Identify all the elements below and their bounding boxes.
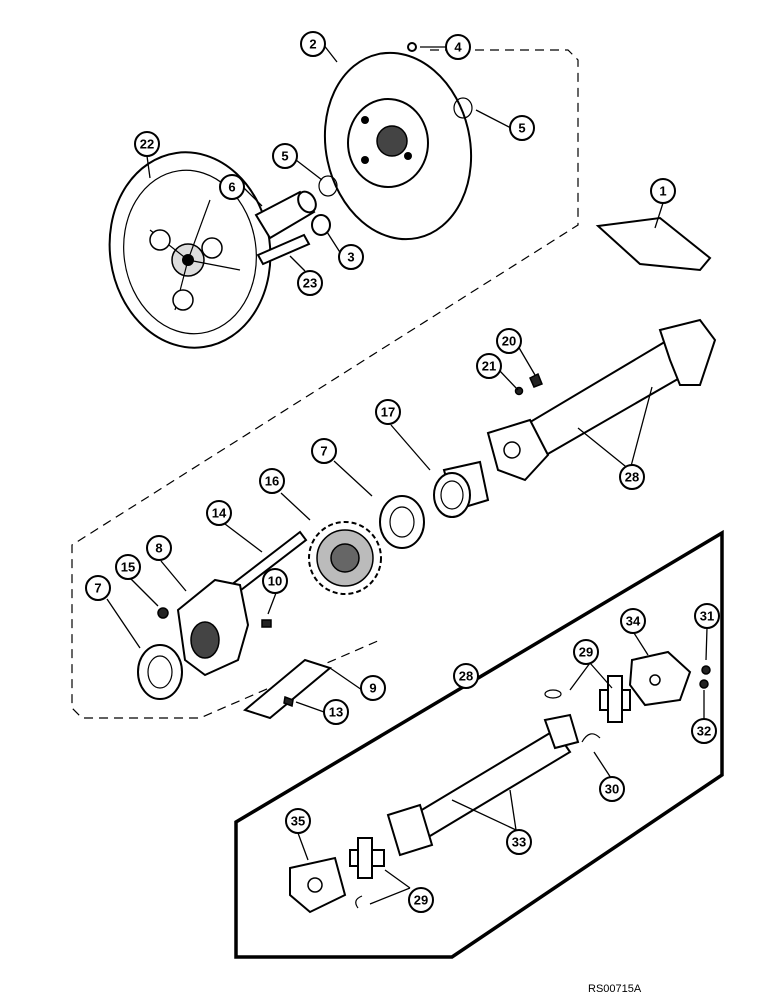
callout-4-label: 4	[454, 40, 462, 55]
clip-part-29b	[355, 895, 363, 909]
callout-21: 21	[476, 353, 502, 379]
callout-22: 22	[134, 131, 160, 157]
callout-28b: 28	[453, 663, 479, 689]
bushing-part-3	[311, 214, 331, 236]
bolt-part-20	[529, 372, 543, 388]
tube-part-6	[254, 190, 317, 240]
callout-4: 4	[445, 34, 471, 60]
nut-part-15	[157, 607, 169, 619]
callout-17: 17	[375, 399, 401, 425]
callout-13-label: 13	[329, 705, 343, 720]
callout-16-label: 16	[265, 474, 279, 489]
callout-7b-label: 7	[94, 581, 101, 596]
callout-23-label: 23	[303, 276, 317, 291]
leader-lines	[106, 43, 708, 905]
callout-8-label: 8	[155, 541, 162, 556]
callout-3-label: 3	[347, 250, 354, 265]
key-part-10	[261, 619, 272, 628]
callout-29b-label: 29	[414, 893, 428, 908]
screw-part-13	[283, 695, 294, 708]
callout-10-label: 10	[268, 574, 282, 589]
callout-29a: 29	[573, 639, 599, 665]
clip-part-30	[581, 733, 601, 743]
wheel-part-22	[108, 151, 272, 349]
nut-part-32	[699, 679, 709, 689]
callout-28a-label: 28	[625, 470, 639, 485]
flange-part-35	[289, 856, 347, 914]
callout-33: 33	[506, 829, 532, 855]
drive-shaft-part-28	[486, 318, 717, 482]
wedge-part-1	[595, 216, 712, 272]
ring-part-5a	[453, 97, 473, 119]
callout-5b-label: 5	[281, 149, 288, 164]
drive-shaft-part-33	[386, 713, 580, 857]
callout-20: 20	[496, 328, 522, 354]
callout-5b: 5	[272, 143, 298, 169]
callout-5a: 5	[509, 115, 535, 141]
callout-7b: 7	[85, 575, 111, 601]
callout-1: 1	[650, 178, 676, 204]
inset-assembly-boundary	[234, 529, 724, 959]
ring-part-29a	[544, 689, 562, 699]
callout-34-label: 34	[626, 614, 641, 629]
callout-2: 2	[300, 31, 326, 57]
callout-28b-label: 28	[459, 669, 473, 684]
callout-7a-label: 7	[320, 444, 327, 459]
callout-28a: 28	[619, 464, 645, 490]
callout-6-label: 6	[228, 180, 235, 195]
callout-34: 34	[620, 608, 646, 634]
callout-22-label: 22	[140, 137, 154, 152]
nut-part-31	[701, 665, 711, 675]
callout-15: 15	[115, 554, 141, 580]
sprocket-part-16	[308, 521, 382, 595]
callout-6: 6	[219, 174, 245, 200]
callout-5a-label: 5	[518, 121, 525, 136]
callout-1-label: 1	[659, 184, 666, 199]
callout-30-label: 30	[605, 782, 619, 797]
bearing-part-7b	[137, 644, 183, 700]
cross-part-29b	[349, 837, 385, 879]
pin-part-23	[256, 233, 311, 266]
callout-8: 8	[146, 535, 172, 561]
dashed-group-boundary	[71, 49, 579, 719]
callout-33-label: 33	[512, 835, 526, 850]
callout-20-label: 20	[502, 334, 516, 349]
callout-2-label: 2	[309, 37, 316, 52]
callout-17-label: 17	[381, 405, 395, 420]
cross-part-29a	[599, 675, 631, 723]
callout-29b: 29	[408, 887, 434, 913]
callout-29a-label: 29	[579, 645, 593, 660]
ring-part-5b	[318, 175, 338, 197]
callout-9-label: 9	[369, 681, 376, 696]
callout-32-label: 32	[697, 724, 711, 739]
callout-30: 30	[599, 776, 625, 802]
callout-13: 13	[323, 699, 349, 725]
hub-part-17	[433, 460, 490, 518]
callout-3: 3	[338, 244, 364, 270]
bracket-part-8	[176, 578, 250, 677]
callout-31-label: 31	[700, 609, 714, 624]
callout-35: 35	[285, 808, 311, 834]
callout-31: 31	[694, 603, 720, 629]
reference-code: RS00715A	[588, 983, 642, 995]
nut-part-4	[407, 42, 417, 52]
callout-21-label: 21	[482, 359, 496, 374]
callout-9: 9	[360, 675, 386, 701]
callout-23: 23	[297, 270, 323, 296]
callout-14: 14	[206, 500, 232, 526]
disc-part-2	[323, 51, 473, 241]
callout-7a: 7	[311, 438, 337, 464]
bearing-part-7a	[379, 495, 425, 549]
callout-15-label: 15	[121, 560, 135, 575]
callout-32: 32	[691, 718, 717, 744]
callout-35-label: 35	[291, 814, 305, 829]
callout-10: 10	[262, 568, 288, 594]
callout-16: 16	[259, 468, 285, 494]
callout-14-label: 14	[212, 506, 227, 521]
yoke-part-34	[628, 650, 692, 707]
